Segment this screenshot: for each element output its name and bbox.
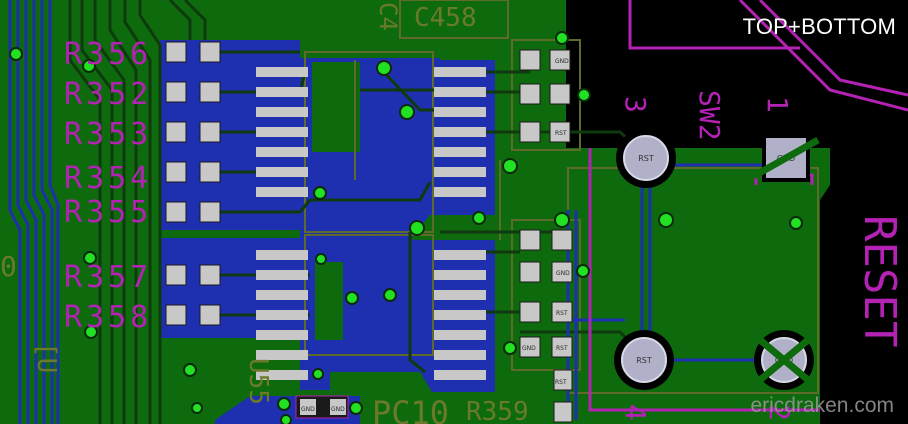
label-sw2: SW2 (693, 90, 726, 141)
small-pad-label: GND (555, 58, 569, 65)
resistor-label-r357: R357 (64, 260, 152, 295)
tiny-part-label: GND (301, 406, 315, 413)
bottom-copper-cutout (312, 62, 360, 152)
label-reset: RESET (854, 215, 905, 347)
label-pin-2: 2 (763, 404, 796, 421)
ic-pads-right-lower[interactable] (434, 250, 486, 380)
small-pad-label: RST (556, 310, 568, 317)
tiny-part-pad[interactable] (300, 399, 316, 415)
label-left-digit: 0 (0, 250, 17, 283)
resistor-pads[interactable] (165, 41, 221, 326)
small-pad-label: GND (556, 270, 570, 277)
left-trace-bundle (8, 0, 60, 424)
silkscreen-outlines (304, 0, 819, 394)
label-u55: U55 (243, 358, 273, 405)
small-pad-label: RST (556, 345, 568, 352)
ic-pads-left-lower[interactable] (256, 250, 308, 380)
passive-pads-right[interactable] (519, 49, 573, 423)
layer-indicator: TOP+BOTTOM (742, 14, 896, 39)
label-r359: R359 (466, 397, 529, 424)
ic-pads-left-upper[interactable] (256, 67, 308, 197)
resistor-label-r356: R356 (64, 37, 152, 72)
label-pin-3: 3 (619, 96, 652, 113)
label-pc1: PC10 (372, 394, 449, 424)
label-left-text: [U (31, 342, 61, 373)
small-pad-label: GND (522, 345, 536, 352)
label-c458: C458 (414, 3, 477, 33)
ic-pads-right-upper[interactable] (434, 67, 486, 197)
resistor-label-r352: R352 (64, 77, 152, 112)
resistor-label-r355: R355 (64, 195, 152, 230)
label-pin-4: 4 (619, 404, 652, 421)
label-c-partial: C4 (374, 2, 402, 31)
component-labels: C458 C4 U55 R359 PC10 0 [U (0, 2, 529, 424)
small-pad-net-labels: GND RST GND RST GND RST RST (522, 58, 570, 386)
switch-pad-label: RST (636, 356, 652, 365)
gnd-thermal-spokes (752, 136, 820, 383)
resistor-label-r353: R353 (64, 117, 152, 152)
tiny-part-label: GND (331, 406, 345, 413)
vias[interactable] (9, 31, 803, 424)
resistor-label-r358: R358 (64, 300, 152, 335)
small-pad-label: RST (555, 379, 567, 386)
bottom-copper-cutout-2 (315, 262, 343, 340)
switch-labels: SW2 RESET 3 1 4 2 (619, 90, 905, 421)
small-pad-label: RST (555, 130, 567, 137)
left-green-traces (68, 0, 207, 424)
label-pin-1: 1 (761, 96, 794, 113)
tiny-part-pad[interactable] (330, 399, 346, 415)
resistor-labels: R356 R352 R353 R354 R355 R357 R358 (64, 37, 152, 335)
switch-pad-label: RST (638, 154, 654, 163)
resistor-label-r354: R354 (64, 161, 152, 196)
watermark-text: ericdraken.com (750, 394, 894, 417)
